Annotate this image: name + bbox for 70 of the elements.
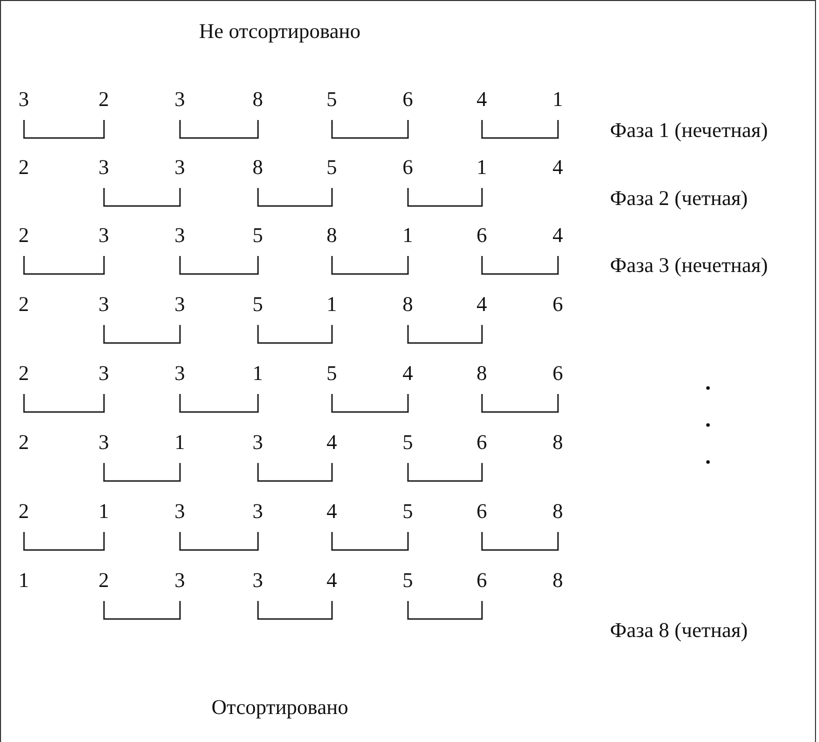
array-value: 6: [476, 225, 487, 246]
array-value: 3: [174, 89, 185, 110]
array-value: 5: [326, 363, 337, 384]
array-value: 2: [18, 363, 29, 384]
array-value: 4: [326, 570, 337, 591]
array-value: 8: [252, 157, 263, 178]
array-value: 3: [98, 432, 109, 453]
array-value: 6: [402, 157, 413, 178]
caption: Отсортировано: [212, 697, 348, 718]
array-value: 1: [402, 225, 413, 246]
phase-label: Фаза 8 (четная): [610, 620, 748, 641]
array-value: 1: [326, 294, 337, 315]
array-value: 3: [98, 157, 109, 178]
array-value: 5: [402, 501, 413, 522]
array-value: 6: [402, 89, 413, 110]
array-value: 3: [174, 225, 185, 246]
array-value: 1: [98, 501, 109, 522]
array-value: 3: [252, 432, 263, 453]
array-value: 5: [252, 294, 263, 315]
array-value: 2: [98, 570, 109, 591]
phase-label: Фаза 3 (нечетная): [610, 255, 768, 276]
array-value: 3: [252, 501, 263, 522]
array-value: 3: [98, 363, 109, 384]
array-value: 4: [326, 501, 337, 522]
array-value: 8: [476, 363, 487, 384]
array-value: 3: [174, 363, 185, 384]
array-value: 8: [552, 432, 563, 453]
array-value: 4: [326, 432, 337, 453]
array-value: 3: [252, 570, 263, 591]
array-value: 1: [18, 570, 29, 591]
array-value: 6: [476, 570, 487, 591]
heading: Не отсортировано: [199, 21, 361, 42]
array-value: 6: [552, 294, 563, 315]
array-value: 2: [18, 225, 29, 246]
array-value: 3: [98, 225, 109, 246]
phase-label: Фаза 1 (нечетная): [610, 120, 768, 141]
array-value: 3: [174, 157, 185, 178]
array-value: 4: [552, 225, 563, 246]
array-value: 8: [402, 294, 413, 315]
array-value: 1: [476, 157, 487, 178]
array-value: 3: [98, 294, 109, 315]
array-value: 6: [476, 501, 487, 522]
array-value: 6: [552, 363, 563, 384]
array-value: 3: [18, 89, 29, 110]
array-value: 3: [174, 294, 185, 315]
array-value: 2: [18, 157, 29, 178]
array-value: 2: [18, 501, 29, 522]
array-value: 5: [402, 432, 413, 453]
array-value: 2: [18, 432, 29, 453]
array-value: 1: [552, 89, 563, 110]
array-value: 4: [476, 294, 487, 315]
array-value: 2: [98, 89, 109, 110]
array-value: 5: [326, 89, 337, 110]
array-value: 5: [402, 570, 413, 591]
array-value: 5: [252, 225, 263, 246]
array-value: 3: [174, 570, 185, 591]
array-value: 3: [174, 501, 185, 522]
array-value: 5: [326, 157, 337, 178]
array-value: 1: [252, 363, 263, 384]
array-value: 6: [476, 432, 487, 453]
array-value: 8: [552, 501, 563, 522]
array-value: 1: [174, 432, 185, 453]
array-value: 8: [252, 89, 263, 110]
array-value: 2: [18, 294, 29, 315]
array-value: 8: [552, 570, 563, 591]
array-value: 4: [552, 157, 563, 178]
array-value: 4: [402, 363, 413, 384]
array-value: 4: [476, 89, 487, 110]
phase-label: Фаза 2 (четная): [610, 188, 748, 209]
array-value: 8: [326, 225, 337, 246]
